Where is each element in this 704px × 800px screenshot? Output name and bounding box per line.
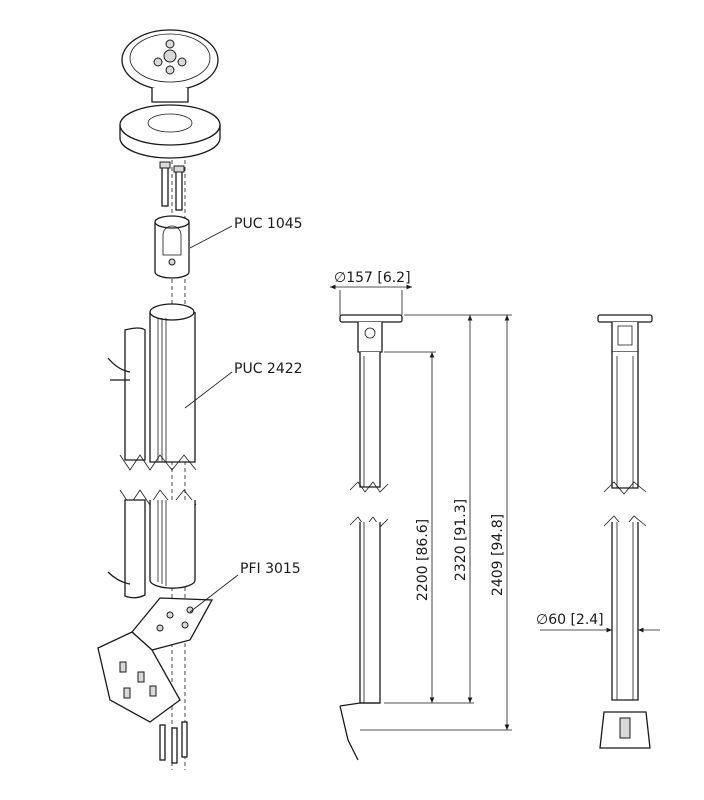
tube-diameter-dimension: ∅60 [2.4] [536, 612, 604, 628]
label-puc-1045: PUC 1045 [234, 216, 303, 232]
label-pfi-3015: PFI 3015 [240, 561, 301, 577]
top-bolts [159, 161, 185, 211]
dimension-2320: 2320 [91.3] [453, 499, 469, 581]
leader-puc-1045 [189, 225, 233, 249]
plate-diameter-dimension: ∅157 [6.2] [334, 270, 411, 286]
coupling-puc-1045 [154, 215, 190, 279]
leader-pfi-3015 [189, 574, 239, 613]
front-bracket [339, 702, 380, 761]
dimension-2200: 2200 [86.6] [415, 519, 431, 601]
exploded-view: PUC 1045 PUC 2422 [97, 29, 303, 770]
tube-puc-2422 [107, 303, 197, 599]
front-coupling [357, 322, 383, 353]
bracket-pfi-3015 [97, 597, 214, 764]
ceiling-plate [119, 29, 221, 159]
front-ceiling-plate [339, 314, 403, 323]
dimension-2409: 2409 [94.8] [490, 514, 506, 596]
label-puc-2422: PUC 2422 [234, 361, 303, 377]
side-view: ∅60 [2.4] [536, 314, 660, 749]
leader-puc-2422 [184, 371, 233, 409]
front-view: ∅157 [6.2] 2200 [86.6] 2320 [91.3] 2409 … [330, 270, 512, 761]
